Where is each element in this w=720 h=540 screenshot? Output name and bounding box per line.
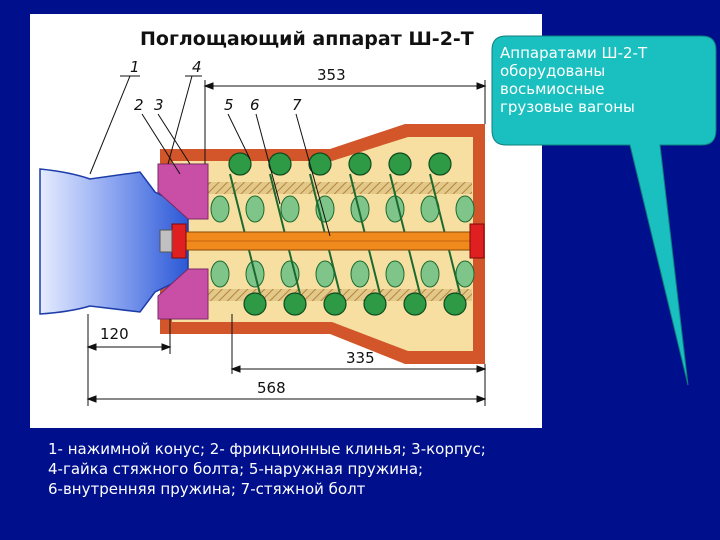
dimension-120: 120 <box>100 325 129 343</box>
friction-wedge-bottom <box>157 268 209 320</box>
legend-line: 1- нажимной конус; 2- фрикционные клинья… <box>48 440 486 458</box>
absorber-diagram: Поглощающий аппарат Ш-2-Т <box>39 28 487 406</box>
inner-spring <box>210 195 475 288</box>
part-number-6: 6 <box>250 96 260 114</box>
housing-hatch-top <box>172 182 472 194</box>
dimension-lines <box>86 75 487 406</box>
callout-text: Аппаратами Ш-2-Т оборудованы восьмиосные… <box>500 44 648 116</box>
part-number-4: 4 <box>192 58 202 76</box>
dimension-568: 568 <box>257 379 286 397</box>
outer-spring-bottom <box>243 292 467 316</box>
part-number-7: 7 <box>292 96 302 114</box>
legend-caption: 1- нажимной конус; 2- фрикционные клинья… <box>48 439 708 499</box>
legend-line: 6-внутренняя пружина; 7-стяжной болт <box>48 480 366 498</box>
dimension-335: 335 <box>346 349 375 367</box>
part-number-2: 2 <box>134 96 144 114</box>
outer-spring-top <box>228 152 452 176</box>
dimension-353: 353 <box>317 66 346 84</box>
part-number-3: 3 <box>154 96 164 114</box>
legend-line: 4-гайка стяжного болта; 5-наружная пружи… <box>48 460 424 478</box>
friction-wedge-top <box>157 163 209 220</box>
diagram-title: Поглощающий аппарат Ш-2-Т <box>140 28 474 50</box>
part-number-1: 1 <box>130 58 140 76</box>
part-number-5: 5 <box>224 96 234 114</box>
bolt-nut-right <box>469 223 485 259</box>
